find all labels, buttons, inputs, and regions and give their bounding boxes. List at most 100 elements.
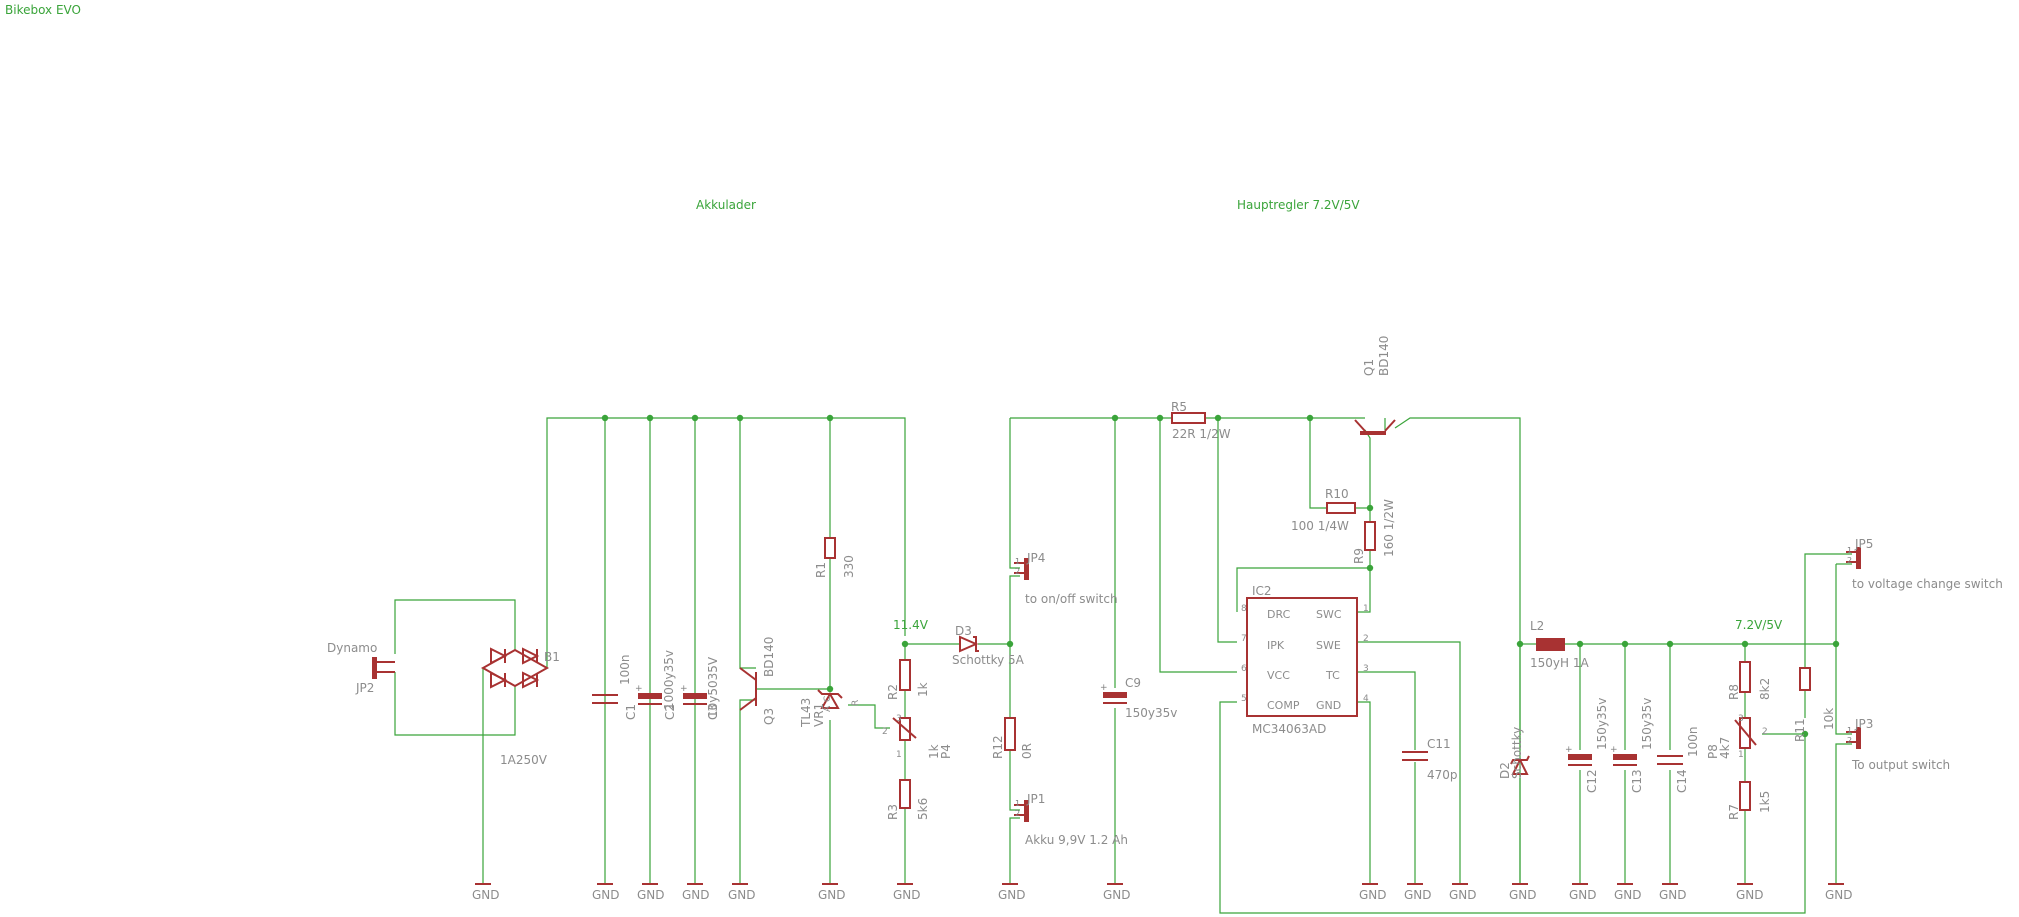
q1-value: BD140 [1377,335,1391,376]
d3-value: Schottky 5A [952,653,1024,667]
jp3-body [1856,727,1861,749]
l2-name: L2 [1530,619,1545,633]
junction-dot [646,414,654,422]
gnd-label-c11: GND [1404,888,1432,902]
gnd-label-ic2: GND [1359,888,1387,902]
junction-dot [1832,640,1840,648]
c9-plus: + [1100,683,1108,693]
c3-plus: + [680,684,688,694]
c14-name: C14 [1675,769,1689,793]
p8-arrow [1734,719,1757,746]
junction-dot [1214,414,1222,422]
d3-bar [973,636,979,652]
jp2-name: JP2 [356,681,375,695]
ic2-pin-vcc: VCC [1267,669,1290,682]
r8-value: 8k2 [1758,677,1772,700]
jp2-body [372,657,377,679]
gnd-label-c3: GND [682,888,710,902]
q3-name: Q3 [762,707,776,725]
p4-pin-1: 1 [896,750,902,760]
c3-plate-top [683,693,707,699]
r3-body [899,779,911,809]
r2-name: R2 [886,684,900,700]
b1-name: B1 [544,650,560,664]
junction-dot [826,685,834,693]
ic2-value: MC34063AD [1252,722,1327,736]
vr1-pin-a: A [823,705,833,712]
r10-name: R10 [1325,487,1349,501]
gnd-label-swe: GND [1449,888,1477,902]
junction-dot [1666,640,1674,648]
ic2-name: IC2 [1252,584,1272,598]
l2-value: 150yH 1A [1530,656,1589,670]
ic2-pin-ipk: IPK [1267,639,1285,652]
wire-vcc [1159,418,1237,673]
q1-emitter-lead [1384,419,1396,432]
r2-value: 1k [916,682,930,697]
b1-diode-c-triangle [490,671,508,689]
r2-body [899,659,911,691]
b1-diode-a-triangle [490,647,508,665]
ic2-pin-tc: TC [1326,669,1340,682]
wire-jp4-bottom [1009,575,1020,644]
c14-value: 100n [1686,726,1700,757]
d3-triangle [959,635,979,653]
wire-jp2-bridge-top [394,599,516,654]
jp3-name: JP3 [1855,717,1874,731]
ic2-pin-comp: COMP [1267,699,1300,712]
r5-body [1171,412,1206,424]
wire-r10-left [1309,418,1327,509]
section-title-main-regulator: Hauptregler 7.2V/5V [1237,198,1360,212]
c11-value: 470p [1427,768,1458,782]
junctions [601,414,1840,738]
junction-dot [1576,640,1584,648]
gnd-label-d2: GND [1509,888,1537,902]
gnd-label-c1: GND [592,888,620,902]
vr1-bar [817,689,843,699]
c1-value: 100n [618,654,632,685]
c2-plate-top [638,693,662,699]
r5-value: 22R 1/2W [1172,427,1231,441]
d2-triangle [1511,757,1529,775]
ic2-body [1246,597,1358,717]
junction-dot [1006,640,1014,648]
p4-body [899,717,911,741]
jp4-name: JP4 [1027,551,1046,565]
ic2-pin-swc: SWC [1316,608,1342,621]
jp1-pin-num-2: 2 [1015,809,1020,818]
section-title-charger: Akkulader [696,198,756,212]
gnd-label-jp1: GND [998,888,1026,902]
r7-body [1739,781,1751,811]
gnd-label-c2: GND [637,888,665,902]
wire-r12-jp1 [1009,750,1020,811]
wire-jp5-top [1804,553,1852,668]
jp5-name: JP5 [1855,537,1874,551]
c9-plate-top [1103,692,1127,698]
junction-dot [736,414,744,422]
wire-q3-emitter [739,418,756,669]
jp5-pin-num-1: 1 [1847,546,1852,555]
c9-value: 150y35v [1125,706,1178,720]
sheet-title: Bikebox EVO [5,3,82,17]
junction-dot [691,414,699,422]
c2-value: 1000y35v [662,649,676,710]
ic2-pin-num-8: 8 [1241,604,1247,614]
r9-value: 160 1/2W [1382,499,1396,557]
q3-value: BD140 [762,636,776,677]
ic2-pin-num-6: 6 [1241,664,1247,674]
gnd-label-r3: GND [893,888,921,902]
wire-jp1-gnd [1009,817,1020,884]
wire-comp-loop [1219,701,1806,914]
p8-pin-1: 1 [1738,750,1744,760]
d2-value: Schottky [1510,726,1524,779]
junction-dot [1156,414,1164,422]
jp5-pin-num-2: 2 [1847,556,1852,565]
r7-name: R7 [1727,804,1741,820]
d2-bar [1510,755,1530,765]
ic2-pin-num-1: 1 [1363,604,1369,614]
jp1-pin-num-1: 1 [1015,799,1020,808]
wire-jp2-bridge-bottom [394,672,516,736]
junction-dot [1621,640,1629,648]
